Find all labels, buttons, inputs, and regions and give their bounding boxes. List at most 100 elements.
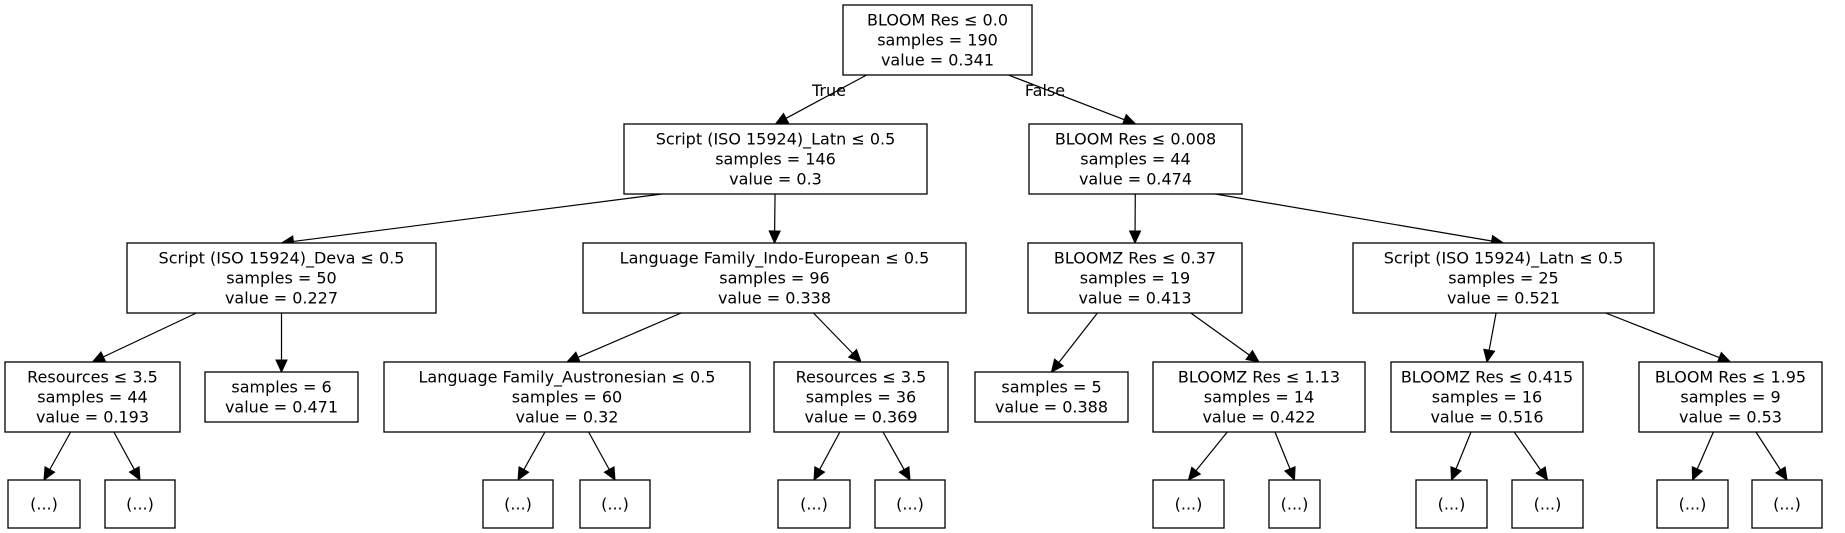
- node-label-line: (...): [1534, 495, 1562, 514]
- node-label-line: (...): [1438, 495, 1466, 514]
- node-label-line: samples = 146: [715, 150, 836, 169]
- edge-line: [293, 193, 662, 243]
- arrow-head: [1450, 466, 1463, 482]
- node-label-line: BLOOMZ Res ≤ 1.13: [1178, 368, 1340, 387]
- node-label-line: Resources ≤ 3.5: [796, 368, 927, 387]
- arrow-head: [1774, 466, 1788, 482]
- node-label-line: value = 0.193: [36, 408, 149, 427]
- arrow-head: [43, 466, 56, 482]
- node-box: [1268, 479, 1321, 529]
- node-box: [126, 242, 437, 314]
- arrow-head: [1050, 358, 1065, 373]
- node-label-line: value = 0.413: [1078, 289, 1191, 308]
- node-box: [1751, 479, 1823, 529]
- edge-line: [1195, 431, 1228, 472]
- edge-line: [1455, 431, 1472, 470]
- arrow-head: [275, 359, 288, 374]
- truncated-node: (...): [1751, 479, 1823, 529]
- tree-edge: [1691, 431, 1714, 482]
- edge-line: [819, 431, 841, 470]
- node-box: [104, 479, 176, 529]
- tree-edge: [1128, 193, 1142, 245]
- edge-label: False: [1025, 81, 1065, 100]
- node-label-line: Script (ISO 15924)_Latn ≤ 0.5: [656, 130, 896, 150]
- edge-line: [1274, 431, 1291, 470]
- node-label-line: samples = 190: [877, 31, 998, 50]
- tree-edge: [1513, 431, 1549, 481]
- arrow-head: [565, 351, 581, 363]
- tree-edge: [1605, 312, 1732, 364]
- arrow-head: [1283, 466, 1296, 482]
- node-label-line: (...): [800, 495, 828, 514]
- node-label-line: BLOOM Res ≤ 0.0: [867, 11, 1008, 30]
- node-box: [482, 479, 554, 529]
- node-label-line: samples = 50: [226, 269, 336, 288]
- node-label-line: samples = 19: [1080, 269, 1190, 288]
- edge-line: [113, 431, 135, 470]
- arrow-head: [517, 466, 530, 482]
- node-label-line: (...): [1175, 495, 1203, 514]
- node-label-line: value = 0.3: [729, 170, 822, 189]
- node-label-line: Script (ISO 15924)_Deva ≤ 0.5: [159, 249, 405, 269]
- truncated-node: (...): [579, 479, 651, 529]
- tree-edge: [1450, 431, 1472, 482]
- node-label-line: samples = 25: [1448, 269, 1558, 288]
- edge-line: [1605, 312, 1720, 359]
- arrow-head: [768, 230, 781, 245]
- node-box: [1352, 242, 1655, 314]
- tree-edge: [1483, 312, 1497, 364]
- node-label-line: (...): [30, 495, 58, 514]
- node-box: [1511, 479, 1584, 529]
- node-label-line: (...): [504, 495, 532, 514]
- edge-line: [812, 312, 854, 354]
- node-label-line: value = 0.474: [1079, 170, 1192, 189]
- node-label-line: value = 0.471: [225, 398, 338, 417]
- node-label-line: value = 0.338: [718, 289, 831, 308]
- truncated-node: (...): [1268, 479, 1321, 529]
- node-box: [1638, 361, 1823, 433]
- node-box: [1390, 361, 1584, 433]
- arrow-head: [1245, 349, 1260, 363]
- edge-line: [577, 312, 682, 358]
- node-label-line: samples = 44: [1080, 150, 1190, 169]
- edge-line: [49, 431, 72, 470]
- edge-line: [785, 74, 867, 119]
- node-label-line: (...): [896, 495, 924, 514]
- node-box: [579, 479, 651, 529]
- node-label-line: samples = 36: [806, 388, 916, 407]
- edge-line: [1215, 193, 1492, 242]
- truncated-node: (...): [482, 479, 554, 529]
- edge-line: [882, 431, 905, 470]
- node-label-line: value = 0.388: [995, 398, 1108, 417]
- node-box: [582, 242, 967, 314]
- node-box: [7, 479, 81, 529]
- node-label-line: samples = 9: [1680, 388, 1780, 407]
- node-label-line: (...): [1773, 495, 1801, 514]
- node-label-line: Resources ≤ 3.5: [27, 368, 158, 387]
- tree-edge: True: [774, 74, 867, 125]
- tree-edge: [1215, 193, 1505, 248]
- arrow-head: [898, 466, 911, 482]
- node-box: [1152, 479, 1225, 529]
- node-box: [623, 123, 928, 195]
- node-box: [1027, 242, 1243, 314]
- tree-edge: [565, 312, 682, 363]
- tree-edge: False: [1008, 74, 1137, 126]
- node-label-line: BLOOMZ Res ≤ 0.415: [1401, 368, 1573, 387]
- truncated-node: (...): [1656, 479, 1729, 529]
- node-box: [777, 479, 851, 529]
- edge-line: [1513, 431, 1542, 471]
- node-label-line: samples = 16: [1432, 388, 1542, 407]
- node-box: [4, 361, 181, 433]
- node-label-line: value = 0.53: [1679, 408, 1782, 427]
- tree-node: Language Family_Indo-European ≤ 0.5sampl…: [582, 242, 967, 314]
- arrow-head: [128, 466, 141, 482]
- node-label-line: BLOOMZ Res ≤ 0.37: [1054, 249, 1216, 268]
